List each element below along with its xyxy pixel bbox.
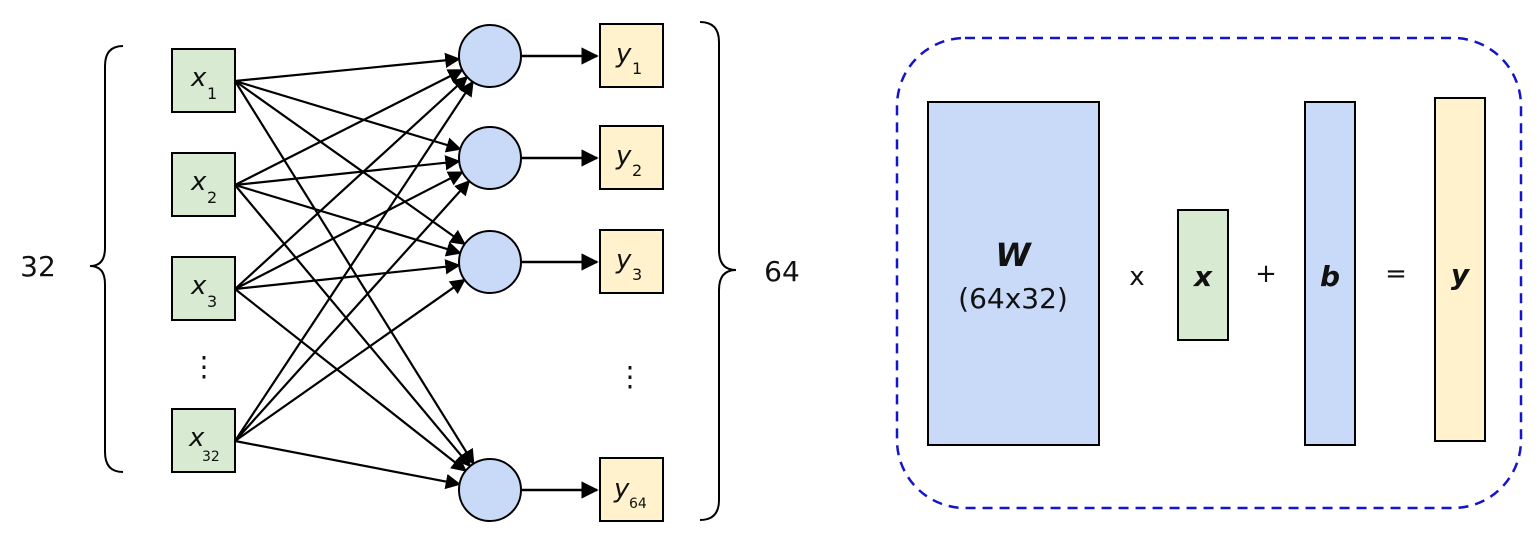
input-var: x — [190, 63, 207, 93]
input-node-x1: x 1 — [171, 48, 236, 113]
input-var: x — [188, 423, 205, 453]
network-diagram: 32 x 1 x 2 x 3 ⋮ x 32 — [20, 21, 800, 522]
input-sub: 3 — [207, 292, 217, 311]
neuron-1 — [458, 24, 522, 88]
connection-edge — [234, 69, 464, 186]
input-node-x3: x 3 — [171, 256, 236, 321]
multiply-operator: x — [1129, 262, 1144, 292]
connection-edge — [234, 79, 462, 153]
connection-edge — [234, 80, 475, 466]
output-sub: 1 — [632, 59, 642, 78]
equals-operator: = — [1385, 259, 1407, 289]
connection-edge — [234, 52, 461, 83]
input-sub: 2 — [207, 188, 217, 207]
connection-edge — [234, 75, 469, 290]
connection-edge — [234, 278, 466, 442]
neuron-3 — [458, 230, 522, 294]
connection-edge — [234, 179, 471, 442]
output-vector-symbol: y — [1451, 258, 1471, 291]
input-count-label: 32 — [20, 250, 56, 283]
connection-edge — [234, 288, 467, 472]
connection-edge — [234, 80, 474, 442]
input-node-x32: x 32 — [171, 408, 236, 473]
output-node-y1: y 1 — [599, 23, 664, 88]
output-var: y — [615, 39, 632, 69]
connection-edge — [234, 259, 461, 291]
output-var: y — [613, 474, 630, 504]
input-sub: 32 — [202, 449, 220, 465]
output-node-y64: y 64 — [599, 457, 664, 522]
connection-edge — [234, 183, 462, 257]
output-count-label: 64 — [764, 255, 800, 288]
weight-symbol: W — [995, 236, 1032, 274]
input-node-x2: x 2 — [171, 152, 236, 217]
connection-lines — [234, 52, 475, 490]
output-sub: 2 — [632, 161, 642, 180]
connection-edge — [234, 155, 461, 187]
input-vector: x — [1177, 209, 1229, 341]
bias-vector: b — [1304, 101, 1356, 446]
neuron-64 — [458, 458, 522, 522]
output-brace — [699, 21, 737, 521]
output-var: y — [615, 141, 632, 171]
matrix-equation-panel: W (64x32) x x + b = y — [895, 36, 1523, 510]
connection-edge — [234, 80, 466, 245]
input-brace — [89, 45, 124, 473]
connection-edge — [234, 184, 472, 468]
connection-edge — [234, 171, 464, 290]
weight-dims: (64x32) — [958, 282, 1068, 315]
output-ellipsis: ⋮ — [616, 360, 644, 393]
dashed-boundary — [895, 36, 1523, 510]
input-var: x — [190, 271, 207, 301]
input-sub: 1 — [207, 84, 217, 103]
weight-matrix: W (64x32) — [927, 101, 1100, 446]
output-sub: 3 — [632, 265, 642, 284]
input-ellipsis: ⋮ — [190, 350, 218, 383]
output-sub: 64 — [629, 496, 647, 512]
output-vector: y — [1434, 97, 1486, 442]
input-vector-symbol: x — [1192, 260, 1213, 293]
output-node-y2: y 2 — [599, 125, 664, 190]
bias-symbol: b — [1320, 260, 1340, 293]
output-var: y — [615, 245, 632, 275]
plus-operator: + — [1255, 259, 1277, 289]
connection-edge — [234, 439, 462, 490]
output-node-y3: y 3 — [599, 229, 664, 294]
input-var: x — [190, 167, 207, 197]
neuron-2 — [458, 126, 522, 190]
